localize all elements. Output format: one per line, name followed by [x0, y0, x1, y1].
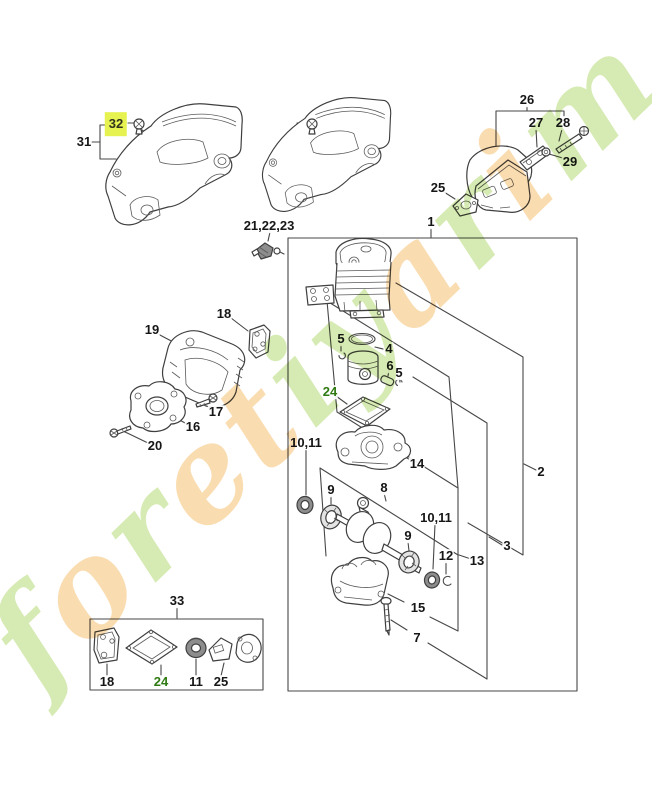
muffler-gasket-drawing: [452, 193, 479, 217]
part-label-9: 9: [326, 482, 336, 498]
part-label-31: 31: [75, 134, 93, 150]
part-label-27: 27: [527, 115, 545, 131]
assembly-boxes: [89, 237, 578, 692]
part-label-29: 29: [561, 154, 579, 170]
spark-plug-icon: [251, 242, 285, 260]
part-label-8: 8: [379, 480, 389, 496]
oil-seal-left-icon: [296, 495, 314, 515]
part-label-21-22-23: 21,22,23: [242, 218, 296, 234]
part-label-4: 4: [384, 341, 394, 357]
part-label-33: 33: [168, 593, 186, 609]
piston-ring-drawing: [348, 332, 376, 346]
part-label-15: 15: [409, 600, 427, 616]
part-label-2: 2: [536, 464, 546, 480]
clip-5b-icon: [395, 378, 403, 387]
part-label-9: 9: [403, 528, 413, 544]
part-label-20: 20: [146, 438, 164, 454]
part-label-7: 7: [412, 630, 422, 646]
screw-17-icon: [195, 393, 218, 408]
crankcase-upper-drawing: [335, 424, 412, 470]
muffler-bolt-icon: [555, 125, 590, 154]
snap-ring-icon: [442, 575, 452, 586]
gasket-18-top-drawing: [248, 324, 271, 359]
part-label-6: 6: [385, 358, 395, 374]
part-label-18: 18: [215, 306, 233, 322]
part-label-24: 24: [321, 384, 339, 400]
part-label-19: 19: [143, 322, 161, 338]
part-label-26: 26: [518, 92, 536, 108]
part-label-14: 14: [408, 456, 426, 472]
part-label-11: 11: [188, 674, 204, 690]
gasket-set-drawing: [93, 627, 262, 665]
part-label-17: 17: [207, 404, 225, 420]
part-label-5: 5: [394, 365, 404, 381]
part-label-18: 18: [98, 674, 116, 690]
part-label-3: 3: [502, 538, 512, 554]
cylinder-gasket-drawing: [339, 396, 391, 427]
washer-29-icon: [541, 147, 551, 157]
bearing-right-icon: [398, 550, 420, 574]
screw-20-icon: [109, 425, 132, 438]
part-label-13: 13: [468, 553, 486, 569]
flange-16-drawing: [129, 381, 187, 433]
part-label-16: 16: [184, 419, 202, 435]
bearing-left-icon: [320, 504, 342, 530]
part-label-25: 25: [212, 674, 230, 690]
part-label-12: 12: [437, 548, 455, 564]
piston-drawing: [347, 350, 379, 385]
screw-32-icon: [133, 118, 145, 135]
part-label-28: 28: [554, 115, 572, 131]
cylinder-drawing: [305, 237, 392, 319]
pan-screw-icon: [380, 596, 392, 636]
part-label-10-11: 10,11: [289, 435, 323, 451]
muffler-drawing: [466, 145, 533, 213]
wrist-pin-icon: [380, 375, 395, 387]
crankcase-lower-drawing: [330, 556, 389, 606]
shroud-screw-icon: [306, 118, 318, 135]
part-label-10-11: 10,11: [419, 510, 453, 526]
clip-5a-icon: [338, 352, 346, 360]
part-label-1: 1: [426, 214, 436, 230]
part-label-32: 32: [104, 112, 128, 136]
part-label-5: 5: [336, 331, 346, 347]
part-label-24: 24: [152, 674, 170, 690]
part-label-25: 25: [429, 180, 447, 196]
oil-seal-right-icon: [423, 571, 441, 589]
